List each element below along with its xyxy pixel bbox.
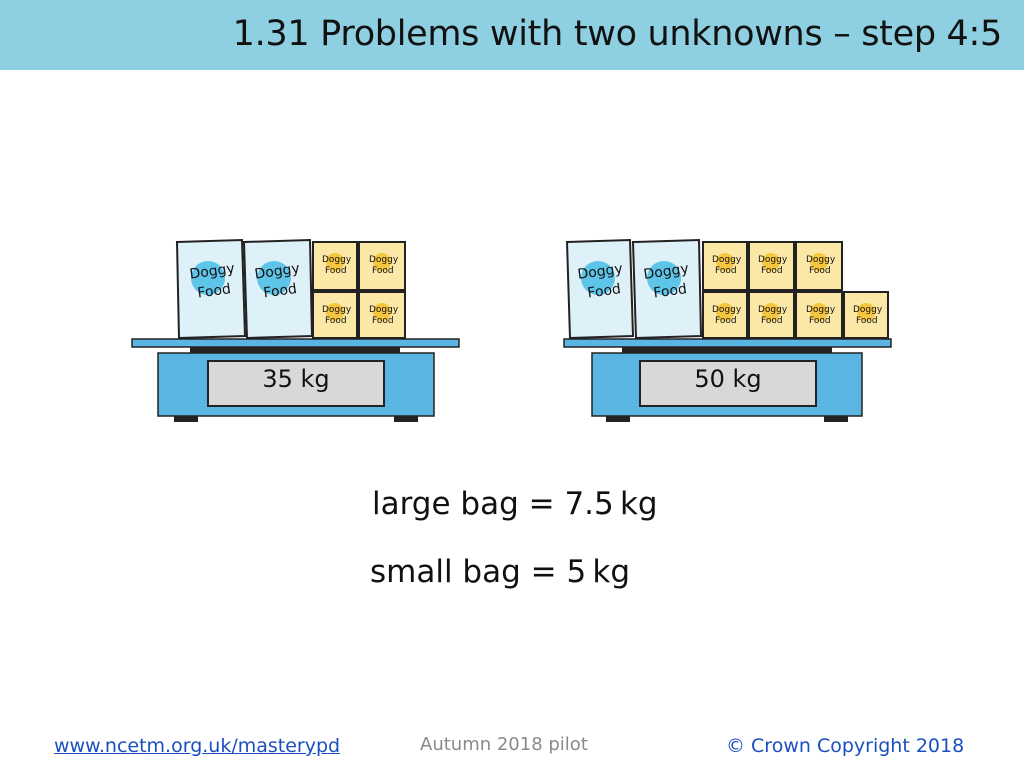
large-bag: Doggy Food	[175, 238, 247, 340]
small-bag: Doggy Food	[795, 241, 843, 291]
svg-text:Food: Food	[372, 266, 394, 276]
svg-text:Doggy: Doggy	[369, 255, 399, 265]
small-bag: Doggy Food	[312, 291, 358, 339]
svg-text:Doggy: Doggy	[806, 305, 836, 315]
svg-text:Doggy: Doggy	[322, 305, 352, 315]
svg-text:Food: Food	[761, 266, 783, 276]
small-bag: Doggy Food	[843, 291, 889, 339]
svg-text:Doggy: Doggy	[758, 305, 788, 315]
small-bag: Doggy Food	[312, 241, 358, 291]
footer-link[interactable]: www.ncetm.org.uk/masterypd	[54, 735, 341, 757]
svg-text:Food: Food	[715, 266, 737, 276]
small-bag-equation: small bag = 5 kg	[370, 554, 631, 590]
scale-right-illustration: Doggy Food Doggy Food Doggy Food Doggy F…	[563, 238, 892, 422]
scale-right: Doggy Food Doggy Food Doggy Food Doggy F…	[562, 236, 894, 426]
large-bag-equation: large bag = 7.5 kg	[372, 486, 658, 522]
svg-text:Doggy: Doggy	[853, 305, 883, 315]
svg-text:Doggy: Doggy	[189, 261, 236, 283]
svg-text:Food: Food	[652, 281, 687, 302]
page-title: 1.31 Problems with two unknowns – step 4…	[232, 14, 1003, 54]
scale-platform	[563, 338, 892, 348]
small-bag: Doggy Food	[748, 291, 795, 339]
svg-text:Doggy: Doggy	[758, 255, 788, 265]
svg-text:Food: Food	[586, 281, 621, 302]
small-bag: Doggy Food Food	[795, 291, 843, 339]
scale-display	[639, 360, 817, 407]
svg-text:Doggy: Doggy	[643, 261, 690, 283]
scale-left: Doggy Food Doggy Food Doggy Food Doggy F…	[130, 236, 462, 426]
small-bag: Doggy Food	[358, 291, 406, 339]
svg-text:Food: Food	[856, 316, 878, 326]
small-bag: Doggy Food	[702, 241, 748, 291]
footer-pilot-label: Autumn 2018 pilot	[420, 734, 588, 755]
scale-readout: 50 kg	[694, 365, 762, 393]
svg-text:Food: Food	[196, 281, 231, 302]
svg-text:Food: Food	[325, 316, 347, 326]
svg-text:Doggy: Doggy	[577, 261, 624, 283]
svg-text:Food: Food	[809, 316, 831, 326]
svg-text:Doggy: Doggy	[712, 305, 742, 315]
scale-readout: 35 kg	[262, 365, 330, 393]
svg-text:Food: Food	[809, 266, 831, 276]
svg-text:Doggy: Doggy	[254, 261, 301, 283]
footer-copyright: © Crown Copyright 2018	[726, 735, 965, 757]
svg-text:Food: Food	[372, 316, 394, 326]
svg-text:Food: Food	[325, 266, 347, 276]
svg-text:Food: Food	[761, 316, 783, 326]
small-bag: Doggy Food	[358, 241, 406, 291]
svg-text:Doggy: Doggy	[712, 255, 742, 265]
large-bag: Doggy Food	[565, 238, 635, 340]
svg-text:Doggy: Doggy	[322, 255, 352, 265]
small-bag: Doggy Food	[702, 291, 748, 339]
scale-display	[207, 360, 385, 407]
svg-text:Doggy: Doggy	[369, 305, 399, 315]
large-bag: Doggy Food	[242, 238, 314, 340]
title-bar: 1.31 Problems with two unknowns – step 4…	[0, 0, 1024, 70]
large-bag: Doggy Food	[631, 238, 703, 340]
scale-left-illustration: Doggy Food Doggy Food Doggy Food Doggy F…	[131, 238, 460, 422]
svg-text:Food: Food	[262, 281, 297, 302]
svg-text:Doggy: Doggy	[806, 255, 836, 265]
svg-text:Food: Food	[715, 316, 737, 326]
scale-platform	[131, 338, 460, 348]
small-bag: Doggy Food	[748, 241, 795, 291]
